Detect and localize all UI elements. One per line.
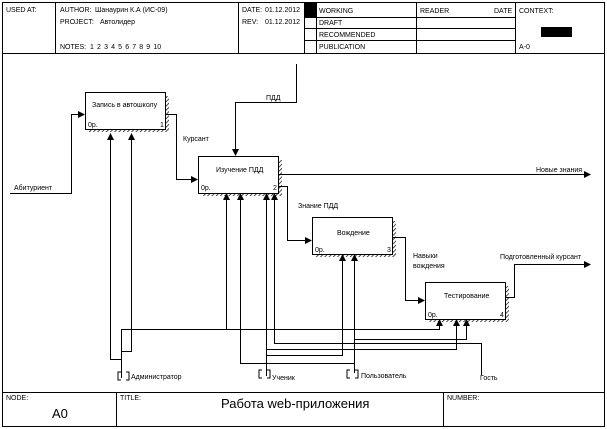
tunnel-brackets bbox=[117, 369, 359, 381]
working-status-marker bbox=[305, 3, 316, 17]
label-new-knowledge: Новые знания bbox=[536, 167, 582, 174]
date-value: 01.12.2012 bbox=[265, 7, 300, 14]
activity-box-a4: Тестирование 0р. 4 bbox=[425, 282, 506, 320]
project-value: Автолидер bbox=[100, 19, 135, 26]
label-pdd: ПДД bbox=[266, 95, 281, 102]
diagram-title: Работа web-приложения bbox=[221, 396, 369, 411]
project-label: PROJECT: bbox=[60, 19, 94, 26]
activity-box-a4-cost: 0р. bbox=[428, 312, 438, 319]
author-value: Шанаурин К.А (ИС-09) bbox=[95, 7, 168, 14]
arrow-administrator-a1 bbox=[121, 133, 135, 360]
notes-label: NOTES: bbox=[60, 44, 86, 51]
activity-box-a1: Запись в автошколу 0р. 1 bbox=[85, 92, 166, 130]
label-guest: Гость bbox=[480, 375, 498, 382]
used-at-label: USED AT: bbox=[6, 7, 37, 14]
activity-box-a2-cost: 0р. bbox=[201, 185, 211, 192]
footer-block bbox=[2, 392, 605, 427]
activity-box-a3-title: Вождение bbox=[337, 230, 370, 237]
arrow-student-a3 bbox=[266, 254, 346, 356]
arrow-administrator-a4 bbox=[226, 319, 443, 330]
status-publication: PUBLICATION bbox=[319, 44, 365, 51]
status-working: WORKING bbox=[319, 8, 353, 15]
notes-numbers: 1 2 3 4 5 6 7 8 9 10 bbox=[90, 44, 161, 51]
activity-box-a1-cost: 0р. bbox=[88, 122, 98, 129]
activity-box-a3-number: 3 bbox=[387, 247, 391, 254]
arrow-pdd bbox=[232, 64, 297, 156]
rev-value: 01.12.2012 bbox=[265, 19, 300, 26]
activity-box-a2-title: Изучение ПДД bbox=[216, 167, 264, 174]
arrow-abiturient bbox=[10, 111, 85, 194]
arrow-administrator bbox=[107, 133, 122, 378]
label-abiturient: Абитуриент bbox=[14, 184, 53, 192]
context-label: CONTEXT: bbox=[519, 8, 554, 15]
arrow-administrator-a2 bbox=[121, 193, 230, 352]
activity-box-a3-cost: 0р. bbox=[315, 247, 325, 254]
reader-date-label: DATE bbox=[494, 8, 512, 15]
arrow-driving-skills bbox=[393, 237, 425, 304]
number-label: NUMBER: bbox=[447, 395, 479, 402]
rev-label: REV: bbox=[242, 19, 258, 26]
arrow-pdd-knowledge bbox=[279, 186, 312, 244]
header-block bbox=[2, 2, 605, 54]
status-recommended: RECOMMENDED bbox=[319, 32, 375, 39]
activity-box-a1-title: Запись в автошколу bbox=[92, 102, 158, 109]
node-value: A0 bbox=[52, 406, 68, 421]
author-label: AUTHOR: bbox=[60, 7, 92, 14]
node-label: NODE: bbox=[6, 395, 28, 402]
arrow-student-a4 bbox=[266, 319, 460, 350]
reader-label: READER bbox=[420, 8, 449, 15]
context-node-marker bbox=[541, 27, 572, 37]
activity-box-a3: Вождение 0р. 3 bbox=[312, 217, 393, 255]
label-driving-skills-2: вождения bbox=[413, 263, 445, 270]
date-label: DATE: bbox=[242, 7, 262, 14]
arrow-user bbox=[237, 193, 355, 373]
label-driving-skills-1: Навыки bbox=[413, 253, 438, 260]
activity-box-a1-number: 1 bbox=[160, 122, 164, 129]
activity-box-a2: Изучение ПДД 0р. 2 bbox=[198, 156, 279, 194]
title-label: TITLE: bbox=[120, 395, 141, 402]
arrow-trained-kursant bbox=[506, 261, 591, 298]
arrow-guest bbox=[271, 193, 482, 375]
label-user: Пользователь bbox=[361, 373, 407, 380]
label-trained-kursant: Подготовленный курсант bbox=[500, 253, 582, 261]
status-draft: DRAFT bbox=[319, 20, 343, 27]
label-student: Ученик bbox=[272, 375, 296, 382]
label-administrator: Администратор bbox=[131, 374, 182, 381]
arrow-user-a4 bbox=[354, 319, 470, 340]
activity-box-a4-title: Тестирование bbox=[444, 293, 489, 300]
activity-box-a2-number: 2 bbox=[273, 185, 277, 192]
activity-box-a4-number: 4 bbox=[500, 312, 504, 319]
arrow-kursant bbox=[166, 114, 198, 183]
label-pdd-knowledge: Знание ПДД bbox=[298, 203, 338, 210]
context-node: A-0 bbox=[519, 44, 530, 51]
label-kursant: Курсант bbox=[183, 136, 210, 143]
